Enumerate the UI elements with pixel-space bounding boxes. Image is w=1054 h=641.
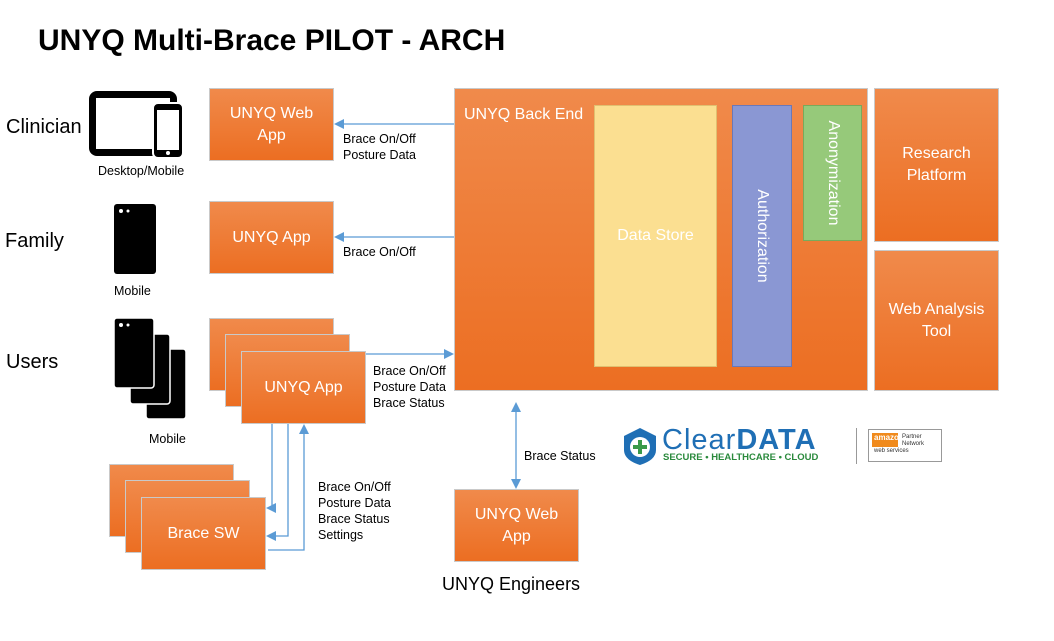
flow-item: Posture Data [318,496,391,510]
flow-label-clinician: Brace On/Off Posture Data [343,131,416,163]
engineer-web-app-box: UNYQ Web App [454,489,579,562]
backend-title: UNYQ Back End [464,106,584,123]
stacked-phones-icon [113,317,187,420]
device-label-family: Mobile [114,284,151,298]
flow-item: Brace Status [318,512,390,526]
flow-label-family: Brace On/Off [343,244,416,260]
cleardata-shield-icon [624,428,656,465]
family-app-box: UNYQ App [209,201,334,274]
web-analysis-tool-box: Web Analysis Tool [874,250,999,391]
cleardata-tagline: SECURE • HEALTHCARE • CLOUD [663,452,819,463]
research-platform-label: Research Platform [902,145,971,184]
flow-item: Brace On/Off [343,245,416,259]
brace-sw-box: Brace SW [141,497,266,570]
flow-item: Brace On/Off [318,480,391,494]
arrow-app-to-brace-2 [266,424,289,541]
aws-partner-badge: amazon web services Partner Network [868,429,942,462]
aws-sub-text: web services [874,448,909,454]
clinician-web-app-box: UNYQ Web App [209,88,334,161]
arrow-app-to-brace-1 [266,424,276,513]
device-label-users: Mobile [149,432,186,446]
flow-item: Brace Status [373,396,445,410]
flow-label-brace: Brace On/Off Posture Data Brace Status S… [318,479,391,543]
aws-brand-text: amazon [874,433,904,442]
data-store-label: Data Store [617,227,694,244]
flow-item: Posture Data [373,380,446,394]
row-label-clinician: Clinician [6,116,82,138]
cleardata-wordmark: ClearDATA [662,424,817,457]
flow-item: Brace On/Off [373,364,446,378]
research-platform-box: Research Platform [874,88,999,242]
logo-divider [856,428,857,464]
row-label-users: Users [6,351,59,373]
page-title: UNYQ Multi-Brace PILOT - ARCH [38,24,506,57]
web-analysis-tool-label: Web Analysis Tool [888,300,985,340]
device-label-clinician: Desktop/Mobile [98,164,185,178]
authorization-box: Authorization [732,105,792,367]
family-app-label: UNYQ App [232,228,311,246]
anonymization-box: Anonymization [803,105,862,241]
clinician-web-app-label: UNYQ Web App [229,104,314,144]
cleardata-logo: ClearDATA SECURE • HEALTHCARE • CLOUD am… [620,424,950,466]
flow-item: Brace Status [524,449,596,463]
cleardata-name-part2: DATA [736,424,817,456]
flow-item: Settings [318,528,364,542]
tablet-phone-icon [89,91,184,159]
users-app-box: UNYQ App [241,351,366,424]
aws-partner-text: Partner Network [902,434,925,447]
phone-icon [114,204,156,274]
arrow-brace-to-app [268,424,309,551]
flow-label-users: Brace On/Off Posture Data Brace Status [373,363,446,411]
flow-item: Brace On/Off [343,132,416,146]
engineers-label: UNYQ Engineers [442,574,581,594]
brace-sw-label: Brace SW [167,524,240,542]
data-store-box: Data Store [594,105,717,367]
flow-label-engineers: Brace Status [524,448,596,464]
flow-item: Posture Data [343,148,416,162]
users-app-label: UNYQ App [264,378,343,396]
row-label-family: Family [5,230,64,252]
aws-badge-mark [872,433,898,447]
cleardata-name-part1: Clear [662,424,737,456]
engineer-web-app-label: UNYQ Web App [474,505,559,545]
